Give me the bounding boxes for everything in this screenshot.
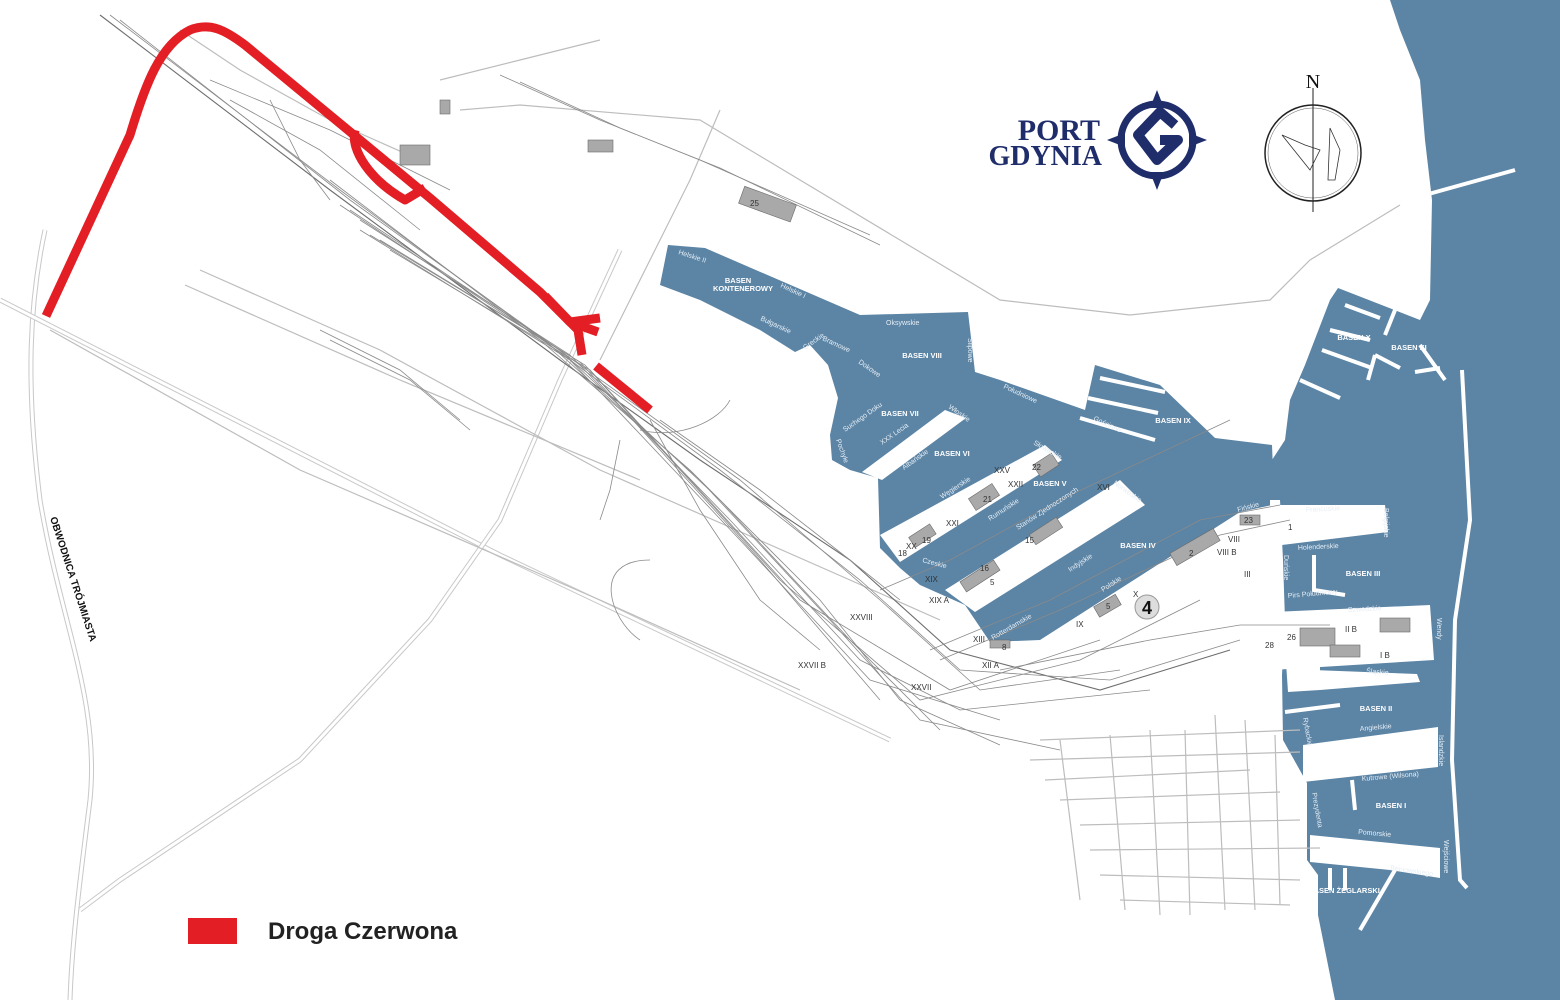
north-arrow-compass: N — [1264, 71, 1362, 212]
terminal-label: 16 — [980, 564, 989, 573]
terminal-label: 5 — [1106, 602, 1111, 611]
terminal-label: VIII — [1228, 535, 1240, 544]
logo-gdynia-text: GDYNIA — [988, 141, 1102, 172]
terminal-label: II B — [1345, 625, 1357, 634]
terminal-label: X — [1133, 590, 1139, 599]
terminal-label: 15 — [1025, 536, 1034, 545]
quay-label: Pirs Południowy — [1288, 589, 1339, 600]
buildings — [399, 99, 1411, 658]
basin-label: BASEN VIII — [902, 351, 942, 360]
legend-red-swatch — [188, 918, 237, 944]
terminal-label: 1 — [1288, 523, 1293, 532]
basin-label: BASEN II — [1360, 704, 1393, 713]
basin-label: BASEN III — [1346, 569, 1381, 578]
terminal-label: 23 — [1244, 516, 1253, 525]
terminal-label: XXVII — [911, 683, 931, 692]
railway-lines — [99, 14, 1330, 751]
terminal-label: XII A — [982, 661, 1000, 670]
quay-label: Holenderskie — [1298, 543, 1339, 552]
terminal-label: XXVIII — [850, 613, 873, 622]
quay-label: Szwedzkie — [1348, 605, 1382, 614]
logo-port-text: PORT — [1018, 114, 1100, 147]
basin-label: BASEN VII — [881, 409, 919, 418]
quay-label: Wejściowe — [1442, 840, 1449, 873]
quay-label: Belgijskie — [1382, 508, 1389, 538]
city-grid — [1029, 714, 1321, 916]
terminal-label: VIII B — [1217, 548, 1237, 557]
quay-label: Slipowe — [966, 338, 973, 363]
basin-label: BASEN I — [1376, 801, 1406, 810]
terminal-label: 8 — [1002, 643, 1007, 652]
terminal-label: I B — [1380, 651, 1390, 660]
quay-label: Pomorskie — [1358, 829, 1392, 839]
port-gdynia-logo: PORT GDYNIA — [988, 90, 1207, 190]
terminal-label: 18 — [898, 549, 907, 558]
map-legend: Droga Czerwona — [188, 918, 458, 945]
terminal-label: 28 — [1265, 641, 1274, 650]
terminal-label: XX — [906, 542, 917, 551]
droga-czerwona-route — [41, 22, 653, 414]
terminal-label: III — [1244, 570, 1251, 579]
terminal-label: XIX — [925, 575, 939, 584]
terminal-labels: 25 22 21 19 18 16 15 5 5 2 23 1 26 28 8 … — [750, 199, 1390, 692]
terminal-label: XVI — [1097, 483, 1110, 492]
gate-4-marker: 4 — [1134, 594, 1160, 620]
terminal-label: XXI — [946, 519, 959, 528]
quay-label: Kutrowe (Wilsona) — [1362, 771, 1420, 783]
basin-label: BASEN IV — [1120, 541, 1155, 550]
terminal-label: XIX A — [929, 596, 950, 605]
quay-label: Oksywskie — [886, 320, 920, 327]
terminal-label: 25 — [750, 199, 759, 208]
terminal-label: 21 — [983, 495, 992, 504]
basin-labels: BASEN KONTENEROWY BASEN VIII BASEN VII B… — [713, 276, 1427, 895]
terminal-label: XXVII B — [798, 661, 826, 670]
terminal-label: 26 — [1287, 633, 1296, 642]
terminal-label: 5 — [990, 578, 995, 587]
legend-label: Droga Czerwona — [268, 918, 458, 945]
terminal-label: XIII — [973, 635, 985, 644]
quay-label: Rybackie — [1301, 717, 1313, 747]
basin-label: BASEN IX — [1155, 416, 1190, 425]
gate-number: 4 — [1142, 598, 1152, 618]
quay-label: Angielskie — [1360, 723, 1393, 733]
terminal-label: XXII — [1008, 480, 1023, 489]
basin-label: BASEN — [725, 276, 751, 285]
harbour-water — [660, 245, 1275, 642]
terminal-label: 22 — [1032, 463, 1041, 472]
terminal-label: 2 — [1189, 549, 1194, 558]
breakwaters — [1079, 168, 1516, 932]
quay-label: Francuskie — [1306, 505, 1341, 514]
basin-label: BASEN ŻEGLARSKI — [1308, 886, 1380, 895]
terminal-label: IX — [1076, 620, 1084, 629]
terminal-label: XXV — [994, 466, 1011, 475]
basin-label: BASEN X — [1337, 333, 1370, 342]
basin-label: BASEN V — [1033, 479, 1066, 488]
basin-label: BASEN VI — [934, 449, 969, 458]
compass-g-icon — [1107, 90, 1207, 190]
terminal-label: 19 — [922, 536, 931, 545]
quay-label: Wendy — [1435, 618, 1442, 640]
quay-label: Śląskie — [1366, 666, 1389, 677]
basin-label: BASEN XI — [1391, 343, 1426, 352]
basin-label: KONTENEROWY — [713, 284, 773, 293]
north-label: N — [1306, 71, 1320, 93]
land-piers — [862, 410, 1440, 878]
quay-label: Duńskie — [1282, 555, 1289, 580]
road-network — [0, 29, 1401, 1000]
quay-label: Islandzkie — [1437, 735, 1444, 766]
